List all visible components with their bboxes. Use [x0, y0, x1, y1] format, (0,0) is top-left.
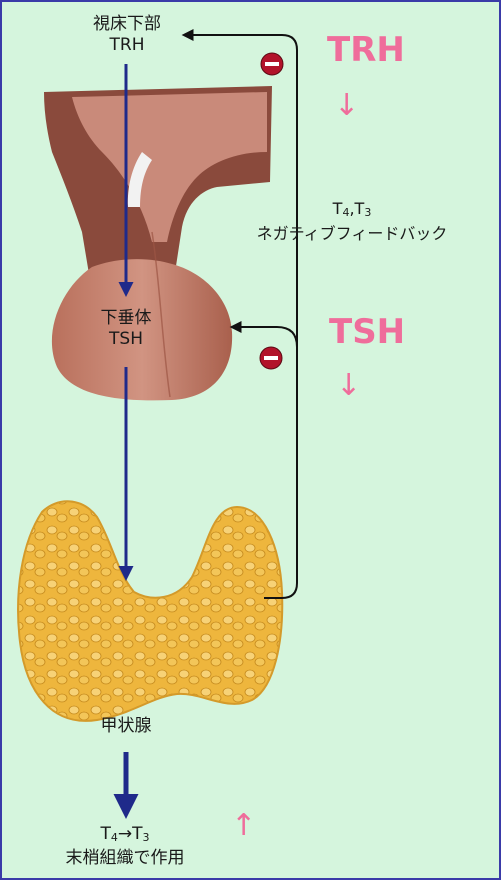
feedback-line — [181, 29, 298, 599]
tsh-indicator: TSH — [329, 312, 406, 352]
trh-down-arrow: ↓ — [334, 88, 360, 123]
periphery-action: 末梢組織で作用 — [65, 848, 185, 868]
hypothalamus-name: 視床下部 — [93, 14, 161, 34]
pituitary-name: 下垂体 — [100, 308, 152, 328]
feedback-branch-pituitary — [229, 321, 298, 348]
trh-indicator: TRH — [327, 30, 405, 70]
pituitary-gland — [51, 259, 233, 401]
thyroid-gland — [17, 500, 284, 722]
tsh-down-arrow: ↓ — [336, 368, 362, 403]
thyroid-label: 甲状腺 — [100, 716, 152, 736]
pituitary-stalk-highlight — [127, 152, 152, 207]
pituitary-hormone: TSH — [109, 329, 143, 349]
pituitary-label: 下垂体 TSH — [84, 308, 168, 350]
feedback-caption: T4,T3 ネガティブフィードバック — [224, 198, 480, 244]
pituitary-fold — [151, 231, 171, 398]
periphery-label: T4→T3 末梢組織で作用 — [50, 824, 200, 869]
feedback-hormones: T4,T3 — [332, 199, 372, 219]
t3-up-arrow: ↑ — [231, 808, 257, 843]
hypothalamus-surface — [72, 92, 267, 242]
inhibit-badge-pituitary — [259, 346, 283, 370]
inhibit-badge-hypothalamus — [260, 52, 284, 76]
feedback-label: ネガティブフィードバック — [256, 224, 448, 243]
hypothalamus-hormone: TRH — [109, 35, 145, 55]
hypothalamus-label: 視床下部 TRH — [82, 14, 172, 56]
periphery-conversion: T4→T3 — [100, 824, 150, 844]
